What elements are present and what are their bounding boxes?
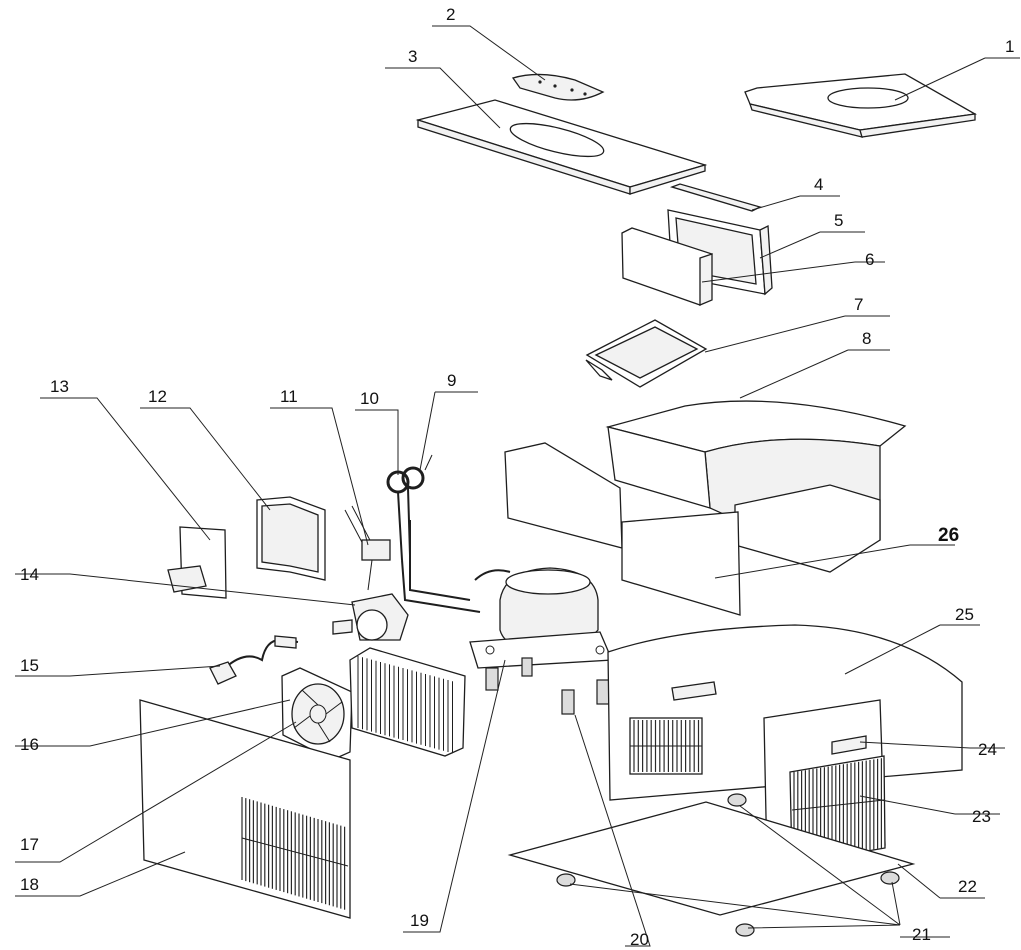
part-4-bar xyxy=(669,183,762,212)
callout-14: 14 xyxy=(20,565,39,584)
callout-10: 10 xyxy=(360,389,379,408)
callout-11: 11 xyxy=(280,387,298,406)
callout-4: 4 xyxy=(814,175,823,194)
part-6-filter xyxy=(621,227,713,306)
callout-9: 9 xyxy=(447,371,456,390)
callout-labels: 1 2 3 4 5 6 7 8 9 10 11 12 13 14 15 16 1… xyxy=(20,5,1014,949)
part-12-box xyxy=(256,496,326,581)
part-19-compressor xyxy=(469,567,613,669)
leader-lines xyxy=(15,25,1020,947)
callout-21: 21 xyxy=(912,925,931,944)
callout-19: 19 xyxy=(410,911,429,930)
callout-1: 1 xyxy=(1005,37,1014,56)
part-8-ice-bin xyxy=(605,400,907,573)
part-18-front-panel xyxy=(139,699,351,919)
part-16-fan xyxy=(281,667,353,761)
part-26-side-panel xyxy=(504,442,741,616)
callout-23: 23 xyxy=(972,807,991,826)
callout-13: 13 xyxy=(50,377,69,396)
part-2-plate xyxy=(511,73,605,101)
callout-3: 3 xyxy=(408,47,417,66)
callout-15: 15 xyxy=(20,656,39,675)
callout-7: 7 xyxy=(854,295,863,314)
callout-16: 16 xyxy=(20,735,39,754)
part-1-top-lid xyxy=(744,73,977,138)
part-3-top-panel xyxy=(415,99,708,195)
callout-17: 17 xyxy=(20,835,39,854)
part-11-valve xyxy=(344,505,391,591)
callout-22: 22 xyxy=(958,877,977,896)
part-15-power-cord xyxy=(209,635,299,685)
callout-26: 26 xyxy=(938,525,959,546)
callout-20: 20 xyxy=(630,930,649,949)
part-9-10-coil xyxy=(386,454,481,613)
grille-line xyxy=(241,837,349,867)
callout-8: 8 xyxy=(862,329,871,348)
part-17-condenser xyxy=(349,647,466,757)
part-14-pump xyxy=(332,593,409,641)
callout-24: 24 xyxy=(978,740,997,759)
callout-6: 6 xyxy=(865,250,874,269)
part-20-feet xyxy=(485,657,610,715)
callout-5: 5 xyxy=(834,211,843,230)
callout-12: 12 xyxy=(148,387,167,406)
callout-2: 2 xyxy=(446,5,455,24)
callout-25: 25 xyxy=(955,605,974,624)
grille-line xyxy=(791,799,885,811)
callout-18: 18 xyxy=(20,875,39,894)
part-22-base-plate xyxy=(507,801,916,916)
part-21-base-feet xyxy=(556,793,900,937)
part-7-tray xyxy=(585,319,708,388)
